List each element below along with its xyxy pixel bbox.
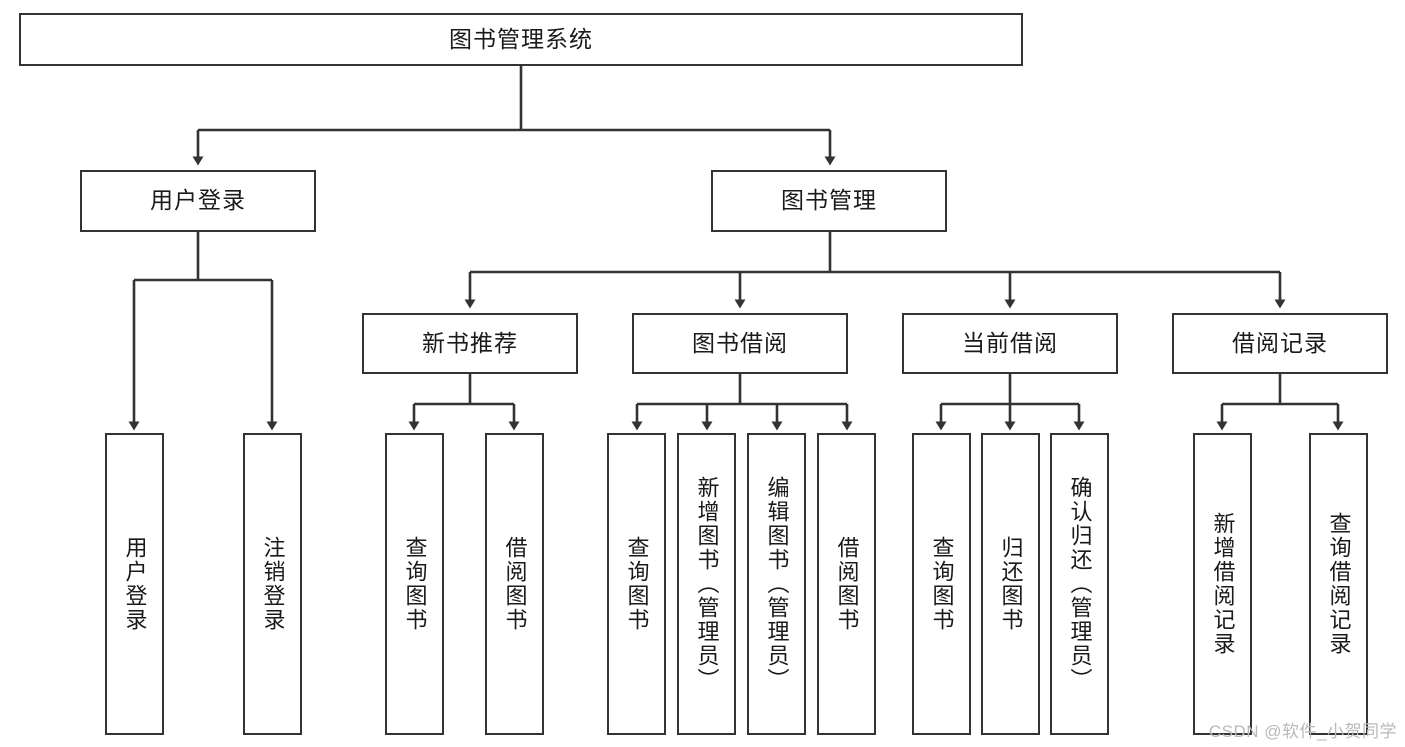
node-leaf-logout-login-label: 注销登录: [260, 536, 286, 632]
node-leaf-query-book-2-label: 查询图书: [624, 536, 650, 632]
node-leaf-confirm-return-label: 确认归还（管理员）: [1067, 476, 1093, 692]
node-leaf-query-book-3-label: 查询图书: [929, 536, 955, 632]
node-borrow-record[interactable]: 借阅记录: [1172, 313, 1388, 374]
node-book-manage-label: 图书管理: [781, 187, 877, 214]
node-leaf-user-login[interactable]: 用户登录: [105, 433, 164, 735]
node-current-borrow[interactable]: 当前借阅: [902, 313, 1118, 374]
node-leaf-user-login-label: 用户登录: [122, 536, 148, 632]
node-leaf-query-book-1-label: 查询图书: [402, 536, 428, 632]
node-leaf-query-book-1[interactable]: 查询图书: [385, 433, 444, 735]
node-leaf-query-book-2[interactable]: 查询图书: [607, 433, 666, 735]
node-leaf-edit-book-label: 编辑图书（管理员）: [764, 476, 790, 692]
node-book-borrow[interactable]: 图书借阅: [632, 313, 848, 374]
node-book-borrow-label: 图书借阅: [692, 329, 788, 356]
node-leaf-logout-login[interactable]: 注销登录: [243, 433, 302, 735]
node-leaf-return-book[interactable]: 归还图书: [981, 433, 1040, 735]
node-leaf-add-record-label: 新增借阅记录: [1210, 512, 1236, 656]
node-leaf-borrow-book-1-label: 借阅图书: [502, 536, 528, 632]
node-leaf-borrow-book-2-label: 借阅图书: [834, 536, 860, 632]
node-book-manage[interactable]: 图书管理: [711, 170, 947, 232]
node-leaf-add-book[interactable]: 新增图书（管理员）: [677, 433, 736, 735]
node-leaf-query-record-label: 查询借阅记录: [1326, 512, 1352, 656]
node-leaf-query-book-3[interactable]: 查询图书: [912, 433, 971, 735]
node-root[interactable]: 图书管理系统: [19, 13, 1023, 66]
node-leaf-borrow-book-1[interactable]: 借阅图书: [485, 433, 544, 735]
node-user-login[interactable]: 用户登录: [80, 170, 316, 232]
node-borrow-record-label: 借阅记录: [1232, 329, 1328, 356]
node-user-login-label: 用户登录: [150, 187, 246, 214]
node-leaf-edit-book[interactable]: 编辑图书（管理员）: [747, 433, 806, 735]
node-leaf-query-record[interactable]: 查询借阅记录: [1309, 433, 1368, 735]
node-new-book-rec[interactable]: 新书推荐: [362, 313, 578, 374]
node-leaf-add-record[interactable]: 新增借阅记录: [1193, 433, 1252, 735]
node-leaf-borrow-book-2[interactable]: 借阅图书: [817, 433, 876, 735]
node-leaf-return-book-label: 归还图书: [998, 536, 1024, 632]
node-new-book-rec-label: 新书推荐: [422, 329, 518, 356]
node-root-label: 图书管理系统: [449, 25, 593, 52]
node-current-borrow-label: 当前借阅: [962, 329, 1058, 356]
node-leaf-add-book-label: 新增图书（管理员）: [694, 476, 720, 692]
watermark-text: CSDN @软件_小贺同学: [1208, 722, 1397, 741]
node-leaf-confirm-return[interactable]: 确认归还（管理员）: [1050, 433, 1109, 735]
